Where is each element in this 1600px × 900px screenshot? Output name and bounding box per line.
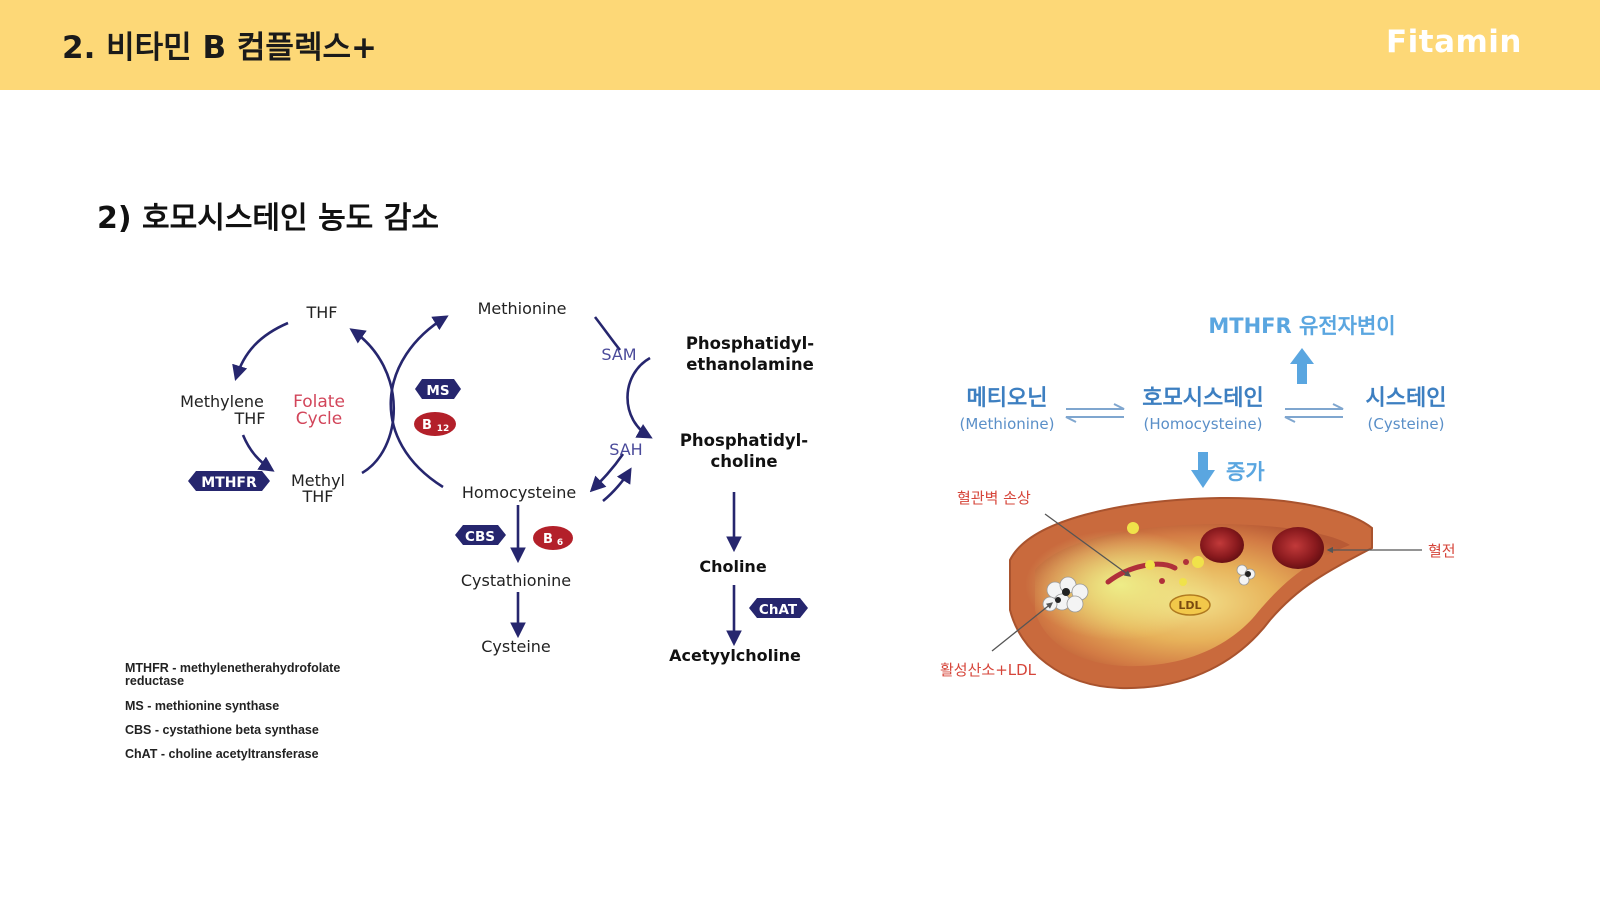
label-increase: 증가 [1226, 460, 1265, 484]
callout-line-ros-ldl [991, 602, 1054, 652]
callout-line-vessel-damage [1044, 513, 1132, 577]
svg-text:6: 6 [557, 538, 563, 548]
label-methyl-line2: THF [301, 487, 333, 506]
arrow-thf-to-methylene [232, 321, 289, 381]
badge-ms: MS [415, 379, 461, 399]
equilibrium-arrow-right [1284, 403, 1344, 423]
label-cystathionine: Cystathionine [461, 571, 571, 590]
label-pe-line1: Phosphatidyl- [686, 334, 814, 353]
label-methylene-line1: Methylene [180, 392, 264, 411]
page-title: 2. 비타민 B 컴플렉스+ [62, 30, 377, 66]
label-thf: THF [305, 303, 337, 322]
arrow-methylene-to-methyl [241, 434, 275, 472]
label-folate-line1: Folate [293, 392, 345, 412]
legend-cbs: CBS - cystathione beta synthase [125, 723, 319, 737]
badge-b6: B 6 [533, 526, 573, 550]
svg-text:MS: MS [426, 383, 449, 399]
label-cysteine-en: (Cysteine) [1368, 415, 1445, 433]
label-methionine-ko: 메티오닌 [967, 386, 1048, 411]
equilibrium-arrow-left [1065, 403, 1125, 423]
label-pc-line2: choline [710, 452, 777, 471]
badge-b12: B 12 [414, 412, 456, 436]
legend-mthfr: MTHFR - methylenetherahydrofolate reduct… [125, 661, 341, 688]
label-folate-line2: Cycle [296, 409, 342, 429]
brand-logo: Fitamin [1385, 24, 1522, 60]
label-pc-line1: Phosphatidyl- [680, 431, 808, 450]
arc-pe-to-pc [626, 356, 653, 439]
badge-cbs: CBS [455, 525, 506, 545]
label-methyl-line1: Methyl [291, 471, 345, 490]
label-homocysteine-en: (Homocysteine) [1144, 415, 1263, 433]
label-methionine: Methionine [478, 299, 567, 318]
label-ros-ldl: 활성산소+LDL [940, 661, 1037, 679]
section-title: 2) 호모시스테인 농도 감소 [97, 201, 439, 236]
label-thrombus: 혈전 [1428, 542, 1456, 560]
svg-text:B: B [543, 532, 553, 547]
label-homocysteine-ko: 호모시스테인 [1142, 386, 1263, 411]
header-bar: 2. 비타민 B 컴플렉스+ Fitamin [0, 0, 1600, 90]
label-methylene-line2: THF [233, 409, 265, 428]
arrow-homocysteine-to-sah [602, 467, 632, 503]
label-sam: SAM [601, 345, 636, 364]
svg-text:B: B [422, 418, 432, 433]
svg-text:MTHFR: MTHFR [201, 475, 257, 491]
svg-text:ChAT: ChAT [759, 602, 798, 618]
badge-chat: ChAT [749, 598, 808, 618]
arc-methyl-to-thf [349, 328, 395, 475]
label-acetylcholine: Acetyylcholine [669, 646, 801, 665]
vessel-illustration: LDL [1009, 496, 1373, 690]
arrow-sah-to-homocysteine [589, 453, 625, 493]
badge-mthfr: MTHFR [188, 471, 270, 491]
label-homocysteine: Homocysteine [462, 483, 576, 502]
label-cysteine: Cysteine [481, 637, 551, 656]
label-vessel-damage: 혈관벽 손상 [957, 489, 1031, 507]
label-methionine-en: (Methionine) [959, 415, 1054, 433]
label-ldl: LDL [1178, 599, 1201, 612]
legend-chat: ChAT - choline acetyltransferase [125, 747, 319, 761]
arc-homocysteine-to-methionine [389, 315, 449, 489]
label-mthfr-mutation: MTHFR 유전자변이 [1208, 314, 1395, 338]
arrow-methionine-to-sam [593, 316, 622, 351]
label-sah: SAH [609, 440, 642, 459]
label-choline: Choline [699, 557, 766, 576]
legend-ms: MS - methionine synthase [125, 699, 280, 713]
down-arrow [1191, 452, 1215, 488]
up-arrow [1290, 348, 1314, 384]
label-pe-line2: ethanolamine [686, 355, 814, 374]
label-cysteine-ko: 시스테인 [1366, 386, 1447, 411]
svg-text:12: 12 [437, 424, 450, 434]
svg-text:CBS: CBS [465, 529, 495, 545]
